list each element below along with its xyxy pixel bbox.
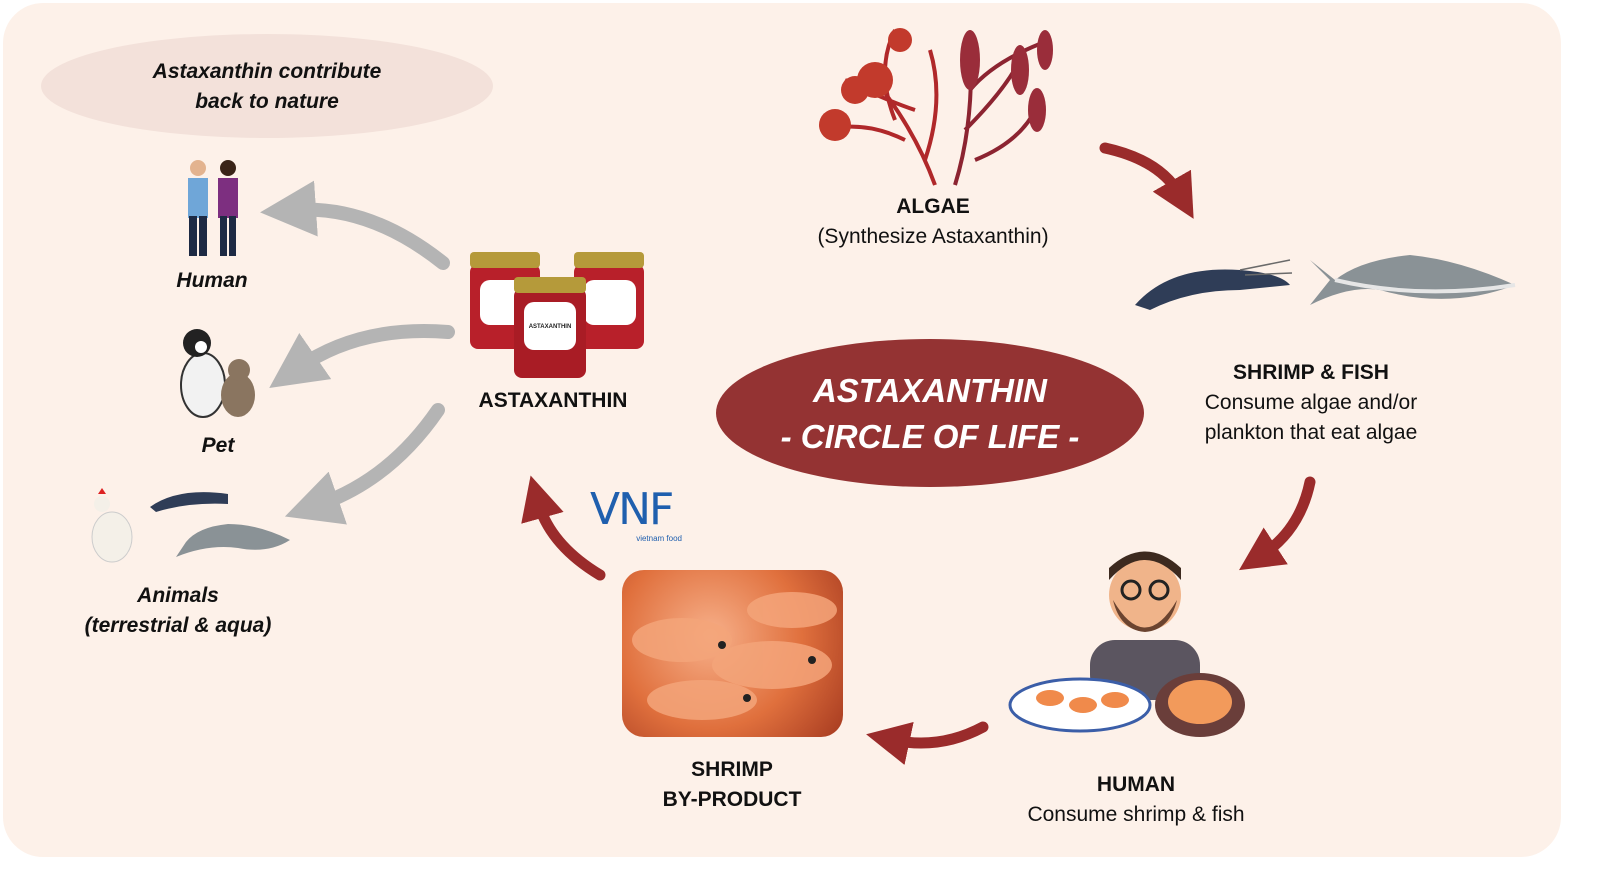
center-title-1: ASTAXANTHIN bbox=[812, 372, 1048, 409]
vnf-logo: VNF vietnam food bbox=[590, 488, 682, 548]
arrow-to-pet bbox=[269, 324, 455, 388]
shrimp-fish-desc-1: Consume algae and/or bbox=[1204, 391, 1418, 414]
note-bubble bbox=[41, 34, 493, 138]
arrow-human-to-byproduct bbox=[866, 721, 989, 765]
byproduct-title-1: SHRIMP bbox=[691, 758, 773, 781]
note-line-1: Astaxanthin contribute bbox=[152, 60, 382, 83]
arrow-byproduct-to-astaxanthin bbox=[521, 475, 606, 581]
human-eating-image bbox=[1008, 551, 1245, 737]
jar-icon: ASTAXANTHIN bbox=[470, 252, 644, 378]
beneficiary-animals-1: Animals bbox=[137, 584, 219, 607]
beneficiary-human: Human bbox=[176, 269, 248, 292]
human-desc: Consume shrimp & fish bbox=[1027, 803, 1245, 826]
jar-label: ASTAXANTHIN bbox=[529, 324, 572, 330]
center-title-2: - CIRCLE OF LIFE - bbox=[780, 418, 1080, 455]
beneficiary-animals-2: (terrestrial & aqua) bbox=[84, 614, 272, 637]
shrimp-icon bbox=[1135, 269, 1290, 310]
algae-title: ALGAE bbox=[896, 195, 970, 218]
byproduct-title-2: BY-PRODUCT bbox=[662, 788, 802, 811]
arrow-fish-to-human bbox=[1239, 476, 1316, 571]
algae-desc: (Synthesize Astaxanthin) bbox=[817, 225, 1049, 248]
astaxanthin-jars-image: ASTAXANTHIN bbox=[470, 252, 644, 378]
pet-image bbox=[180, 329, 255, 418]
shrimp-fish-desc-2: plankton that eat algae bbox=[1204, 421, 1418, 444]
algae-image bbox=[819, 28, 1053, 186]
astaxanthin-title: ASTAXANTHIN bbox=[478, 389, 628, 412]
human-people-image bbox=[188, 160, 238, 256]
shrimp-fish-image bbox=[1135, 255, 1516, 310]
vnf-logo-text: VNF bbox=[590, 484, 674, 535]
animals-image bbox=[91, 488, 290, 563]
center-ellipse: ASTAXANTHIN - CIRCLE OF LIFE - bbox=[716, 339, 1144, 487]
arrow-algae-to-shrimp bbox=[1099, 142, 1194, 219]
human-title: HUMAN bbox=[1096, 773, 1176, 796]
shrimp-fish-title: SHRIMP & FISH bbox=[1233, 361, 1389, 384]
beneficiary-pet: Pet bbox=[201, 434, 235, 457]
arrow-to-animals bbox=[284, 403, 445, 525]
arrow-to-human bbox=[260, 180, 450, 270]
note-line-2: back to nature bbox=[195, 90, 339, 113]
vnf-logo-sub: vietnam food bbox=[636, 534, 682, 543]
shrimp-byproduct-photo bbox=[622, 570, 843, 737]
